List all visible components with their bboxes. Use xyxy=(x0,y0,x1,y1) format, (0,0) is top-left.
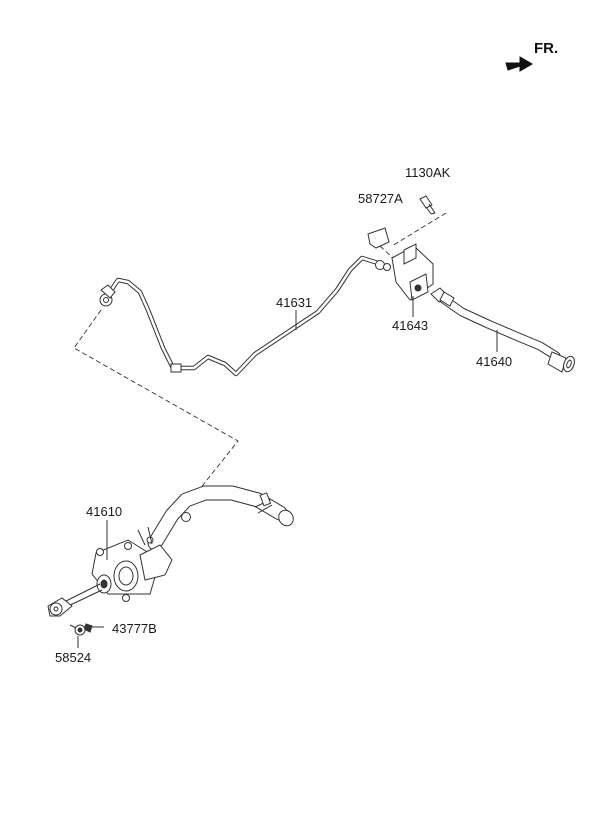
tube-flare-nut-right xyxy=(375,260,385,270)
bolt-part xyxy=(419,195,436,215)
part-number-1130AK[interactable]: 1130AK xyxy=(405,165,451,180)
part-number-41610[interactable]: 41610 xyxy=(86,504,122,519)
clip-part xyxy=(69,624,86,636)
bolt-leader-line xyxy=(391,212,447,247)
label-leaders xyxy=(77,296,498,648)
part-number-58524[interactable]: 58524 xyxy=(55,650,91,665)
bracket-part xyxy=(367,227,390,249)
part-number-41640[interactable]: 41640 xyxy=(476,354,512,369)
tube-to-cylinder-connector-line xyxy=(73,309,239,491)
cylinder-body xyxy=(139,544,173,581)
reservoir-tube-end xyxy=(278,509,294,527)
part-number-labels: 1130AK 58727A 41631 41643 41640 41610 43… xyxy=(55,165,512,665)
hose-bracket-part xyxy=(391,243,434,301)
front-direction-arrow-icon xyxy=(505,56,533,72)
tube-end-fitting-left xyxy=(100,284,116,299)
front-direction-indicator: FR. xyxy=(505,40,558,72)
clutch-hose-part xyxy=(430,287,575,373)
part-number-41643[interactable]: 41643 xyxy=(392,318,428,333)
part-number-41631[interactable]: 41631 xyxy=(276,295,312,310)
hose-fitting-right xyxy=(547,351,567,373)
clutch-tube-part xyxy=(99,255,391,377)
front-direction-label: FR. xyxy=(534,40,558,57)
part-number-43777B[interactable]: 43777B xyxy=(112,621,157,636)
master-cylinder-part xyxy=(47,485,294,617)
tube-clip xyxy=(170,363,182,373)
reservoir-hose-clamp xyxy=(259,492,272,507)
part-number-58727A[interactable]: 58727A xyxy=(358,191,403,206)
pin-part xyxy=(83,623,104,633)
